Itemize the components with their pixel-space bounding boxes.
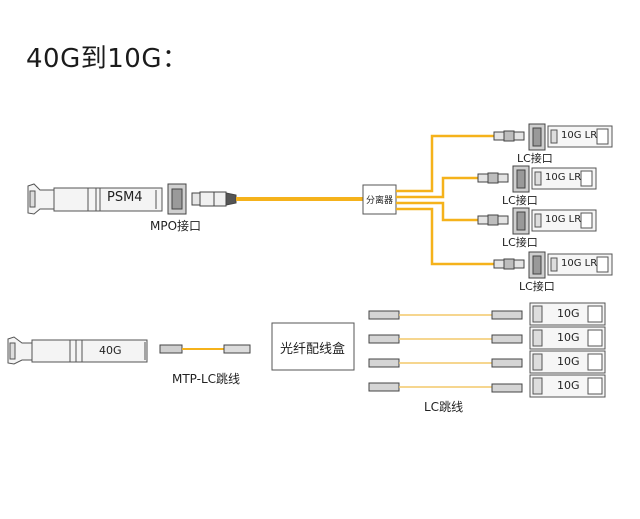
branch-3-port-label: LC接口	[502, 236, 538, 249]
mpo-connector	[191, 191, 237, 207]
target-1-module-label: 10G	[557, 307, 580, 320]
qsfp-40g-label: 40G	[99, 344, 122, 357]
jumper-row-3	[368, 350, 606, 374]
target-3-module-label: 10G	[557, 355, 580, 368]
branch-4-module-label: 10G LR	[561, 258, 598, 269]
branch-1-port-label: LC接口	[517, 152, 553, 165]
mpo-port	[167, 183, 187, 215]
branch-row-2	[477, 165, 597, 193]
page-title: 40G到10G：	[26, 44, 189, 74]
jumper-row-4	[368, 374, 606, 398]
psm4-module-label: PSM4	[107, 190, 143, 205]
target-2-module-label: 10G	[557, 331, 580, 344]
branch-2-module-label: 10G LR	[545, 172, 582, 183]
lc-jumpers-label: LC跳线	[424, 400, 464, 414]
branch-3-module-label: 10G LR	[545, 214, 582, 225]
splitter-label: 分离器	[366, 196, 394, 206]
branch-row-1	[493, 123, 613, 151]
branch-2-port-label: LC接口	[502, 194, 538, 207]
mtp-lc-cable	[159, 344, 251, 354]
branch-1-module-label: 10G LR	[561, 130, 598, 141]
target-4-module-label: 10G	[557, 379, 580, 392]
branch-4-port-label: LC接口	[519, 280, 555, 293]
patch-panel-label: 光纤配线盒	[280, 342, 346, 357]
branch-row-4	[493, 251, 613, 279]
jumper-row-2	[368, 326, 606, 350]
jumper-row-1	[368, 302, 606, 326]
splitter-box	[362, 184, 397, 215]
mpo-port-label: MPO接口	[150, 219, 202, 233]
lc-jumpers	[368, 302, 606, 398]
qsfp-40g-module	[7, 336, 148, 365]
psm4-module	[27, 183, 163, 215]
branch-row-3	[477, 207, 597, 235]
patch-panel-box	[271, 322, 355, 371]
branch-fibers	[396, 134, 494, 266]
mtp-lc-cable-label: MTP-LC跳线	[172, 372, 241, 386]
